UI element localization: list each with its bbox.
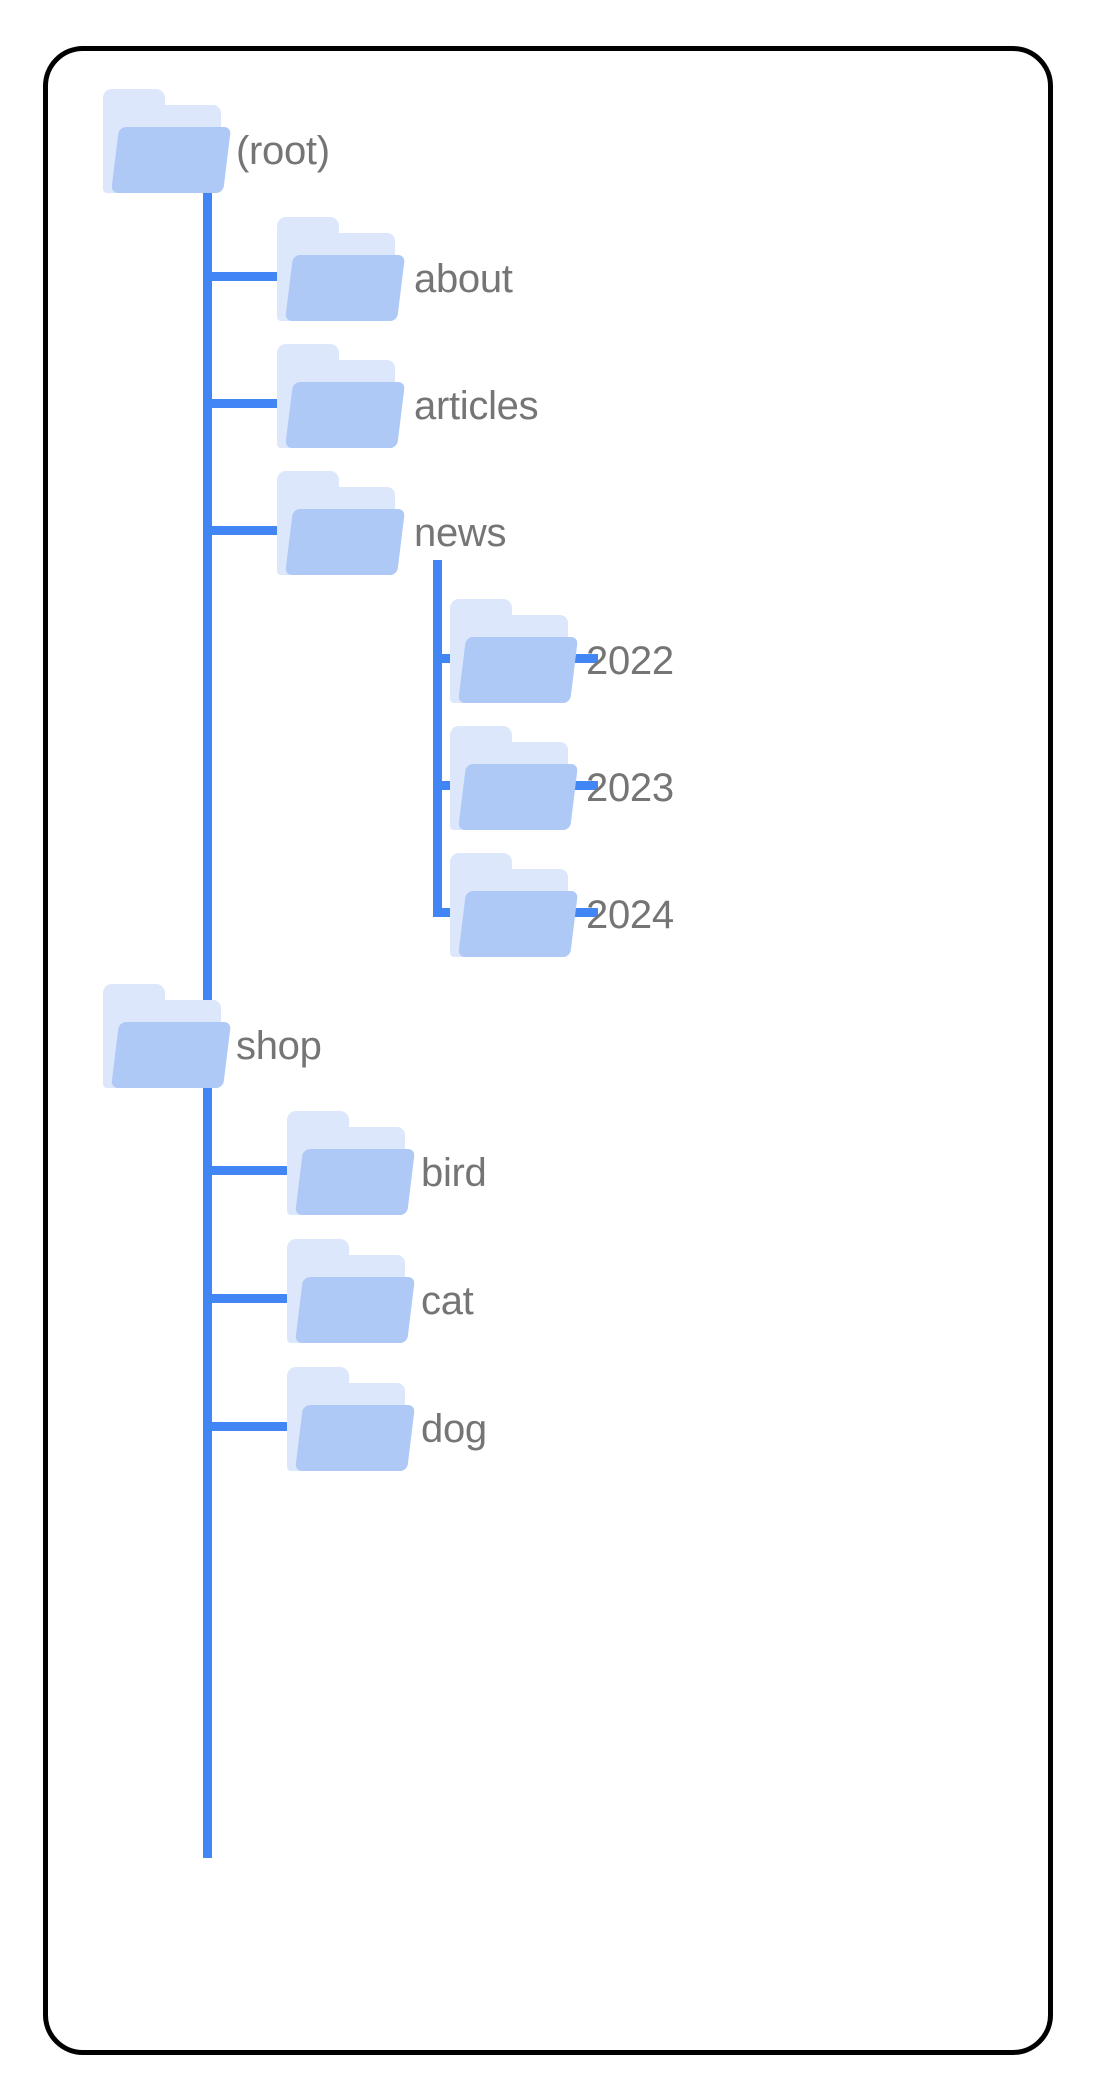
node-label-cat: cat [421,1279,474,1323]
folder-front [458,891,579,957]
folder-front [285,382,406,448]
connector-news-trunk [433,560,442,914]
folder-front [458,764,579,830]
node-label-root: (root) [236,129,330,173]
node-label-about: about [414,257,513,301]
folder-front [285,255,406,321]
folder-front [111,1022,232,1088]
node-label-dog: dog [421,1407,487,1451]
node-label-articles: articles [414,384,539,428]
node-label-news-2022: 2022 [586,639,674,683]
node-label-bird: bird [421,1151,487,1195]
node-label-shop: shop [236,1024,322,1068]
folder-front [111,127,232,193]
folder-front [458,637,579,703]
folder-front [295,1149,416,1215]
node-label-news-2023: 2023 [586,766,674,810]
folder-front [285,509,406,575]
node-label-news: news [414,511,507,555]
node-label-news-2024: 2024 [586,893,674,937]
folder-front [295,1405,416,1471]
folder-front [295,1277,416,1343]
